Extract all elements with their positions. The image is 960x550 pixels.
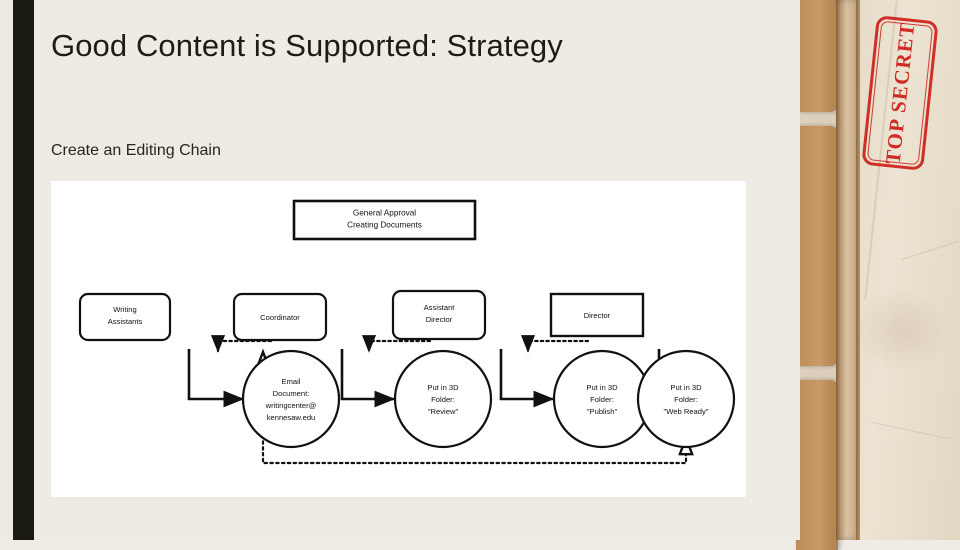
node-folder-publish[interactable]: Put in 3D Folder: "Publish" <box>552 349 652 449</box>
folder-webready-line-2: Folder: <box>674 395 698 404</box>
coordinator-label: Coordinator <box>260 313 300 322</box>
folder-edge <box>856 0 862 540</box>
email-document-line-1: Email <box>282 377 301 386</box>
folder-publish-line-1: Put in 3D <box>586 383 618 392</box>
connector-coordinator-dotted <box>210 335 273 353</box>
connector-asstdir-to-publish <box>499 349 555 408</box>
slide-subtitle: Create an Editing Chain <box>51 142 221 159</box>
folder-webready-line-3: "Web Ready" <box>664 407 709 416</box>
folder-publish-line-2: Folder: <box>590 395 614 404</box>
node-coordinator[interactable]: Coordinator <box>232 292 328 342</box>
slide-body: Good Content is Supported: Strategy Crea… <box>13 0 746 540</box>
writing-assistants-line-1: Writing <box>113 305 137 314</box>
page-title: Good Content is Supported: Strategy <box>51 28 563 63</box>
editing-chain-flowchart: General Approval Creating Documents Writ… <box>78 199 736 465</box>
director-label: Director <box>584 311 611 320</box>
connector-director-dotted <box>520 335 590 353</box>
connector-writing-to-email <box>187 349 245 408</box>
diagram-canvas: General Approval Creating Documents Writ… <box>51 181 746 497</box>
assistant-director-line-1: Assistant <box>424 303 456 312</box>
folder-tab-top <box>796 0 838 112</box>
folder-tab-middle <box>796 126 838 366</box>
node-folder-review[interactable]: Put in 3D Folder: "Review" <box>393 349 493 449</box>
node-general-approval[interactable]: General Approval Creating Documents <box>292 199 477 241</box>
folder-webready-line-1: Put in 3D <box>670 383 702 392</box>
node-folder-webready[interactable]: Put in 3D Folder: "Web Ready" <box>636 349 736 449</box>
writing-assistants-line-2: Assistants <box>108 317 143 326</box>
connector-coordinator-to-review <box>340 349 396 408</box>
folder-publish-line-3: "Publish" <box>587 407 618 416</box>
approval-line-2: Creating Documents <box>347 221 422 230</box>
email-document-line-4: kennesaw.edu <box>267 413 316 422</box>
approval-line-1: General Approval <box>353 209 416 218</box>
slide-accent-bar <box>13 0 34 540</box>
email-document-line-3: writingcenter@ <box>265 401 317 410</box>
connector-asstdir-dotted <box>361 335 432 353</box>
node-writing-assistants[interactable]: Writing Assistants <box>78 292 172 342</box>
folder-review-line-3: "Review" <box>428 407 459 416</box>
folder-sheet <box>860 0 960 540</box>
folder-tab-bottom <box>796 380 838 550</box>
assistant-director-line-2: Director <box>426 315 453 324</box>
folder-review-line-1: Put in 3D <box>427 383 459 392</box>
node-email-document[interactable]: Email Document: writingcenter@ kennesaw.… <box>241 349 341 449</box>
node-director[interactable]: Director <box>549 292 645 338</box>
email-document-line-2: Document: <box>273 389 310 398</box>
folder-review-line-2: Folder: <box>431 395 455 404</box>
node-assistant-director[interactable]: Assistant Director <box>391 289 487 341</box>
